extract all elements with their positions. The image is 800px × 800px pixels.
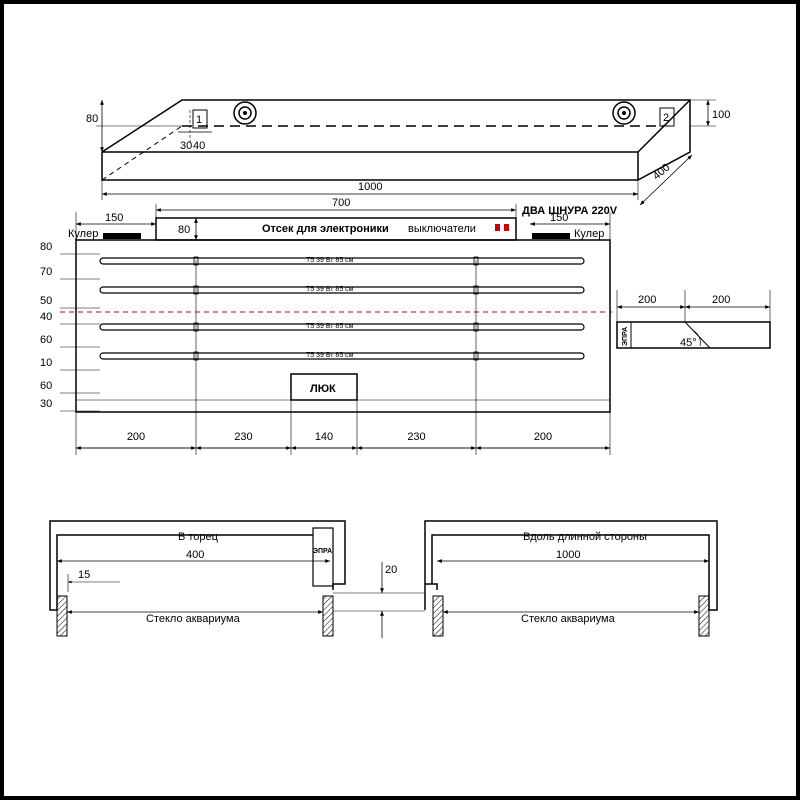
dim-40: 40 <box>193 140 205 152</box>
section-left-glass: Стекло аквариума <box>146 613 241 625</box>
detail-dim-right: 200 <box>712 294 730 306</box>
section-left-title: В торец <box>178 531 219 543</box>
dim-length: 1000 <box>358 181 382 193</box>
dim-cooler-left: 150 <box>105 212 123 224</box>
detail-dim-left: 200 <box>638 294 656 306</box>
dim-compartment-len: 700 <box>332 197 350 209</box>
detail-epra: ЭПРА <box>622 327 629 346</box>
bottom-dims: 200 230 140 230 200 <box>76 431 610 450</box>
dim-height-left: 80 <box>86 113 98 125</box>
lid-outline <box>75 239 611 413</box>
lamp: T5 39 Вт 85 см <box>99 256 585 266</box>
detail-bevel <box>684 321 711 349</box>
dim-depth: 400 <box>651 162 673 183</box>
lamp-label: T5 39 Вт 85 см <box>306 257 354 264</box>
lamps: T5 39 Вт 85 см T5 39 Вт 85 см T5 39 Вт 85 … <box>99 256 585 361</box>
dim-height-right: 100 <box>712 109 730 121</box>
bottom-dim-label: 230 <box>407 431 425 443</box>
dim-line-400 <box>639 154 693 206</box>
row-labels: 80 70 50 40 60 10 60 30 <box>40 241 610 412</box>
lamp-tube <box>99 323 585 331</box>
switches-label: выключатели <box>408 223 476 235</box>
glass-right <box>322 595 334 637</box>
row-label: 50 <box>40 295 52 307</box>
row-label: 60 <box>40 334 52 346</box>
iso-marker-1: 1 <box>196 114 202 126</box>
section-dim-gap: 15 <box>78 569 90 581</box>
section-long: Вдоль длинной стороны 1000 Стекло аквари… <box>424 520 718 637</box>
detail-profile <box>616 321 771 349</box>
row-label: 70 <box>40 266 52 278</box>
compartment-depth: 80 <box>178 224 190 236</box>
hatch-label: ЛЮК <box>310 383 336 395</box>
row-label: 80 <box>40 241 52 253</box>
two-cords-label: ДВА ШНУРА 220V <box>522 205 618 217</box>
lamp-tube <box>99 352 585 360</box>
lamp-tube <box>99 257 585 265</box>
section-epra: ЭПРА <box>313 548 332 555</box>
cooler-left-bar <box>103 233 141 239</box>
section-right-dim-width: 1000 <box>556 549 580 561</box>
iso-marker-2-box <box>659 107 675 127</box>
lamp-label: T5 39 Вт 85 см <box>306 286 354 293</box>
hatch <box>290 373 358 401</box>
lamp-label: T5 39 Вт 85 см <box>306 352 354 359</box>
dim-cooler-right: 150 <box>550 212 568 224</box>
glass-left-long <box>432 595 444 637</box>
lamp: T5 39 Вт 85 см <box>99 322 585 332</box>
row-label: 10 <box>40 357 52 369</box>
section-right-glass: Стекло аквариума <box>521 613 616 625</box>
switch-icon <box>504 224 509 231</box>
side-detail: 200 200 ЭПРА 45° <box>616 290 771 349</box>
epra-box <box>312 527 334 587</box>
cooler-left-label: Кулер <box>68 228 98 240</box>
detail-angle: 45° <box>680 337 697 349</box>
fan-icon <box>233 101 257 125</box>
glass-left <box>56 595 68 637</box>
lamp-label: T5 39 Вт 85 см <box>306 323 354 330</box>
compartment-label: Отсек для электроники <box>262 223 389 235</box>
fan-icon <box>612 101 636 125</box>
row-label: 40 <box>40 311 52 323</box>
glass-right-long <box>698 595 710 637</box>
dim-30: 30 <box>180 140 192 152</box>
cooler-right-bar <box>532 233 570 239</box>
lamp: T5 39 Вт 85 см <box>99 351 585 361</box>
section-right-title: Вдоль длинной стороны <box>523 531 647 543</box>
lamp-tube <box>99 286 585 294</box>
bottom-dim-label: 200 <box>534 431 552 443</box>
switch-icon <box>495 224 500 231</box>
isometric-view: 1 2 80 30 40 100 1000 400 <box>86 99 730 206</box>
iso-hidden-side-edge <box>101 125 183 181</box>
section-dim-width: 400 <box>186 549 204 561</box>
section-end: ЭПРА В торец 400 15 Стекло аквариума <box>49 520 346 637</box>
dim-20: 20 <box>385 564 397 576</box>
gap-dim: 20 <box>333 562 425 638</box>
bottom-dim-label: 230 <box>234 431 252 443</box>
iso-marker-1-box <box>192 109 208 129</box>
row-label: 30 <box>40 398 52 410</box>
bottom-dim-label: 200 <box>127 431 145 443</box>
lamp: T5 39 Вт 85 см <box>99 285 585 295</box>
bottom-dim-label: 140 <box>315 431 333 443</box>
cooler-right-label: Кулер <box>574 228 604 240</box>
row-label: 60 <box>40 380 52 392</box>
top-view: 700 ДВА ШНУРА 220V 150 Кулер 150 Кулер 8… <box>40 197 618 455</box>
iso-marker-2: 2 <box>663 112 669 124</box>
